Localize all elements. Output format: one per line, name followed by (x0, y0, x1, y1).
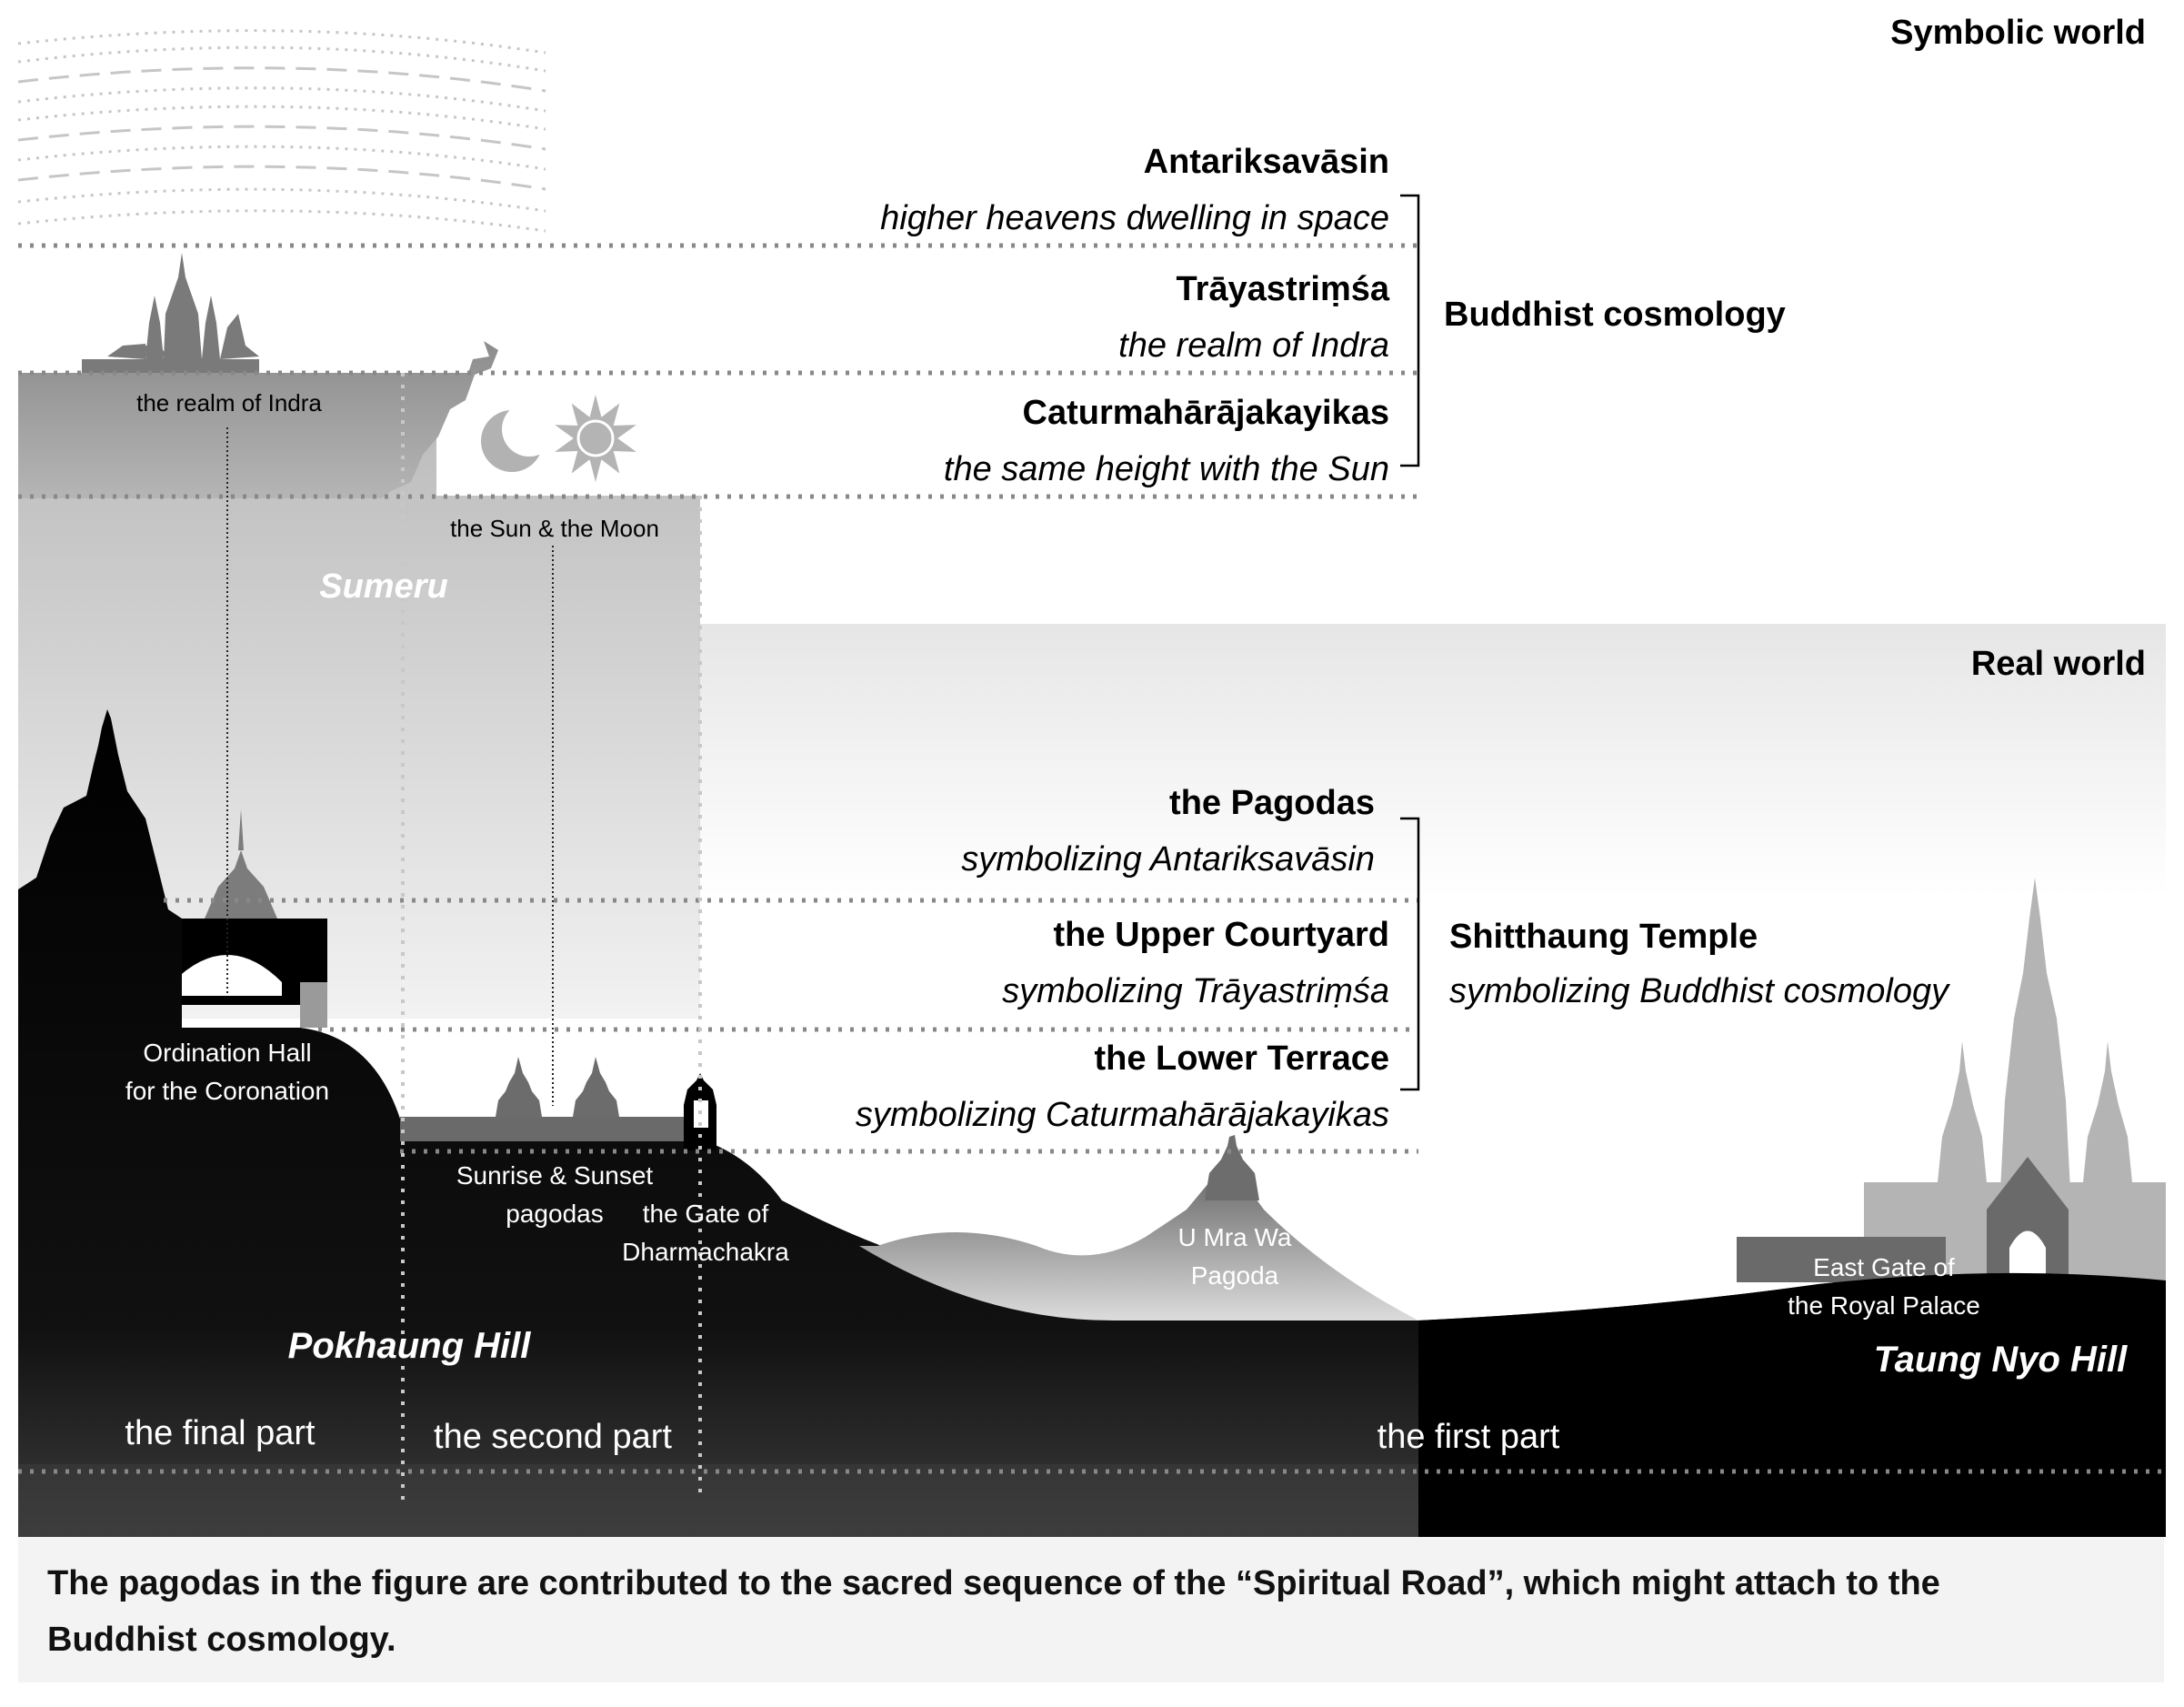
pokhaung-hill-label: Pokhaung Hill (288, 1326, 532, 1366)
antariksavasin-label: Antariksavāsin (1144, 143, 1389, 181)
sumeru-mountain (18, 373, 700, 1019)
trayastrimsa-desc: the realm of Indra (1118, 326, 1389, 365)
ordination-hall-label-1: Ordination Hall (143, 1039, 311, 1067)
indra-palace-icon (82, 253, 259, 373)
second-part-platform (400, 1117, 705, 1141)
upper-courtyard-desc: symbolizing Trāyastriṃśa (1002, 972, 1389, 1010)
ordination-hall-label-2: for the Coronation (125, 1077, 329, 1105)
pagodas-label: the Pagodas (1169, 784, 1375, 822)
lower-terrace-label: the Lower Terrace (1094, 1039, 1389, 1078)
first-part-label: the first part (1378, 1418, 1560, 1456)
shitthaung-temple-label: Shitthaung Temple (1449, 918, 1758, 956)
caption-line-2: Buddhist cosmology. (47, 1621, 396, 1659)
east-gate-label-2: the Royal Palace (1788, 1291, 1980, 1320)
taung-nyo-hill-label: Taung Nyo Hill (1874, 1340, 2128, 1380)
caption-line-1: The pagodas in the figure are contribute… (47, 1564, 1940, 1602)
part-dividers (401, 373, 702, 1501)
antariksavasin-desc: higher heavens dwelling in space (880, 199, 1389, 237)
cosmology-bracket (1400, 194, 1420, 467)
moon-icon (481, 402, 556, 472)
shitthaung-temple-desc: symbolizing Buddhist cosmology (1449, 972, 1950, 1010)
heaven-arcs-icon (17, 29, 546, 233)
level-lines (18, 243, 2166, 1474)
u-mra-wa-label-1: U Mra Wa (1178, 1223, 1292, 1251)
first-part-hills (859, 1178, 1418, 1320)
sumeru-label: Sumeru (319, 567, 447, 606)
indra-realm-block (18, 341, 498, 498)
real-world-header: Real world (1971, 645, 2146, 683)
buddhist-cosmology-label: Buddhist cosmology (1444, 296, 1786, 334)
sun-moon-label: the Sun & the Moon (450, 515, 659, 542)
leader-lines (226, 427, 554, 1106)
sunrise-pagodas-label-2: pagodas (506, 1200, 603, 1228)
east-gate-label-1: East Gate of (1813, 1253, 1955, 1281)
gate-dharmachakra-label-1: the Gate of (643, 1200, 769, 1228)
east-gate-icon (1737, 1157, 2069, 1282)
realm-of-indra-place-label: the realm of Indra (136, 389, 322, 417)
second-part-label: the second part (434, 1418, 672, 1456)
upper-courtyard-label: the Upper Courtyard (1054, 916, 1389, 954)
trayastrimsa-label: Trāyastriṃśa (1177, 270, 1390, 308)
symbolic-world-header: Symbolic world (1890, 14, 2146, 52)
caturmaharajakayikas-label: Caturmahārājakayikas (1023, 394, 1389, 432)
final-part-label: the final part (125, 1414, 316, 1452)
sun-icon (548, 387, 643, 489)
caturmaharajakayikas-desc: the same height with the Sun (944, 450, 1389, 488)
u-mra-wa-pagoda-icon (1205, 1135, 1259, 1200)
sunrise-pagodas-label-1: Sunrise & Sunset (456, 1161, 654, 1190)
gate-dharmachakra-label-2: Dharmachakra (622, 1238, 789, 1266)
caption-box: The pagodas in the figure are contribute… (18, 1537, 2164, 1682)
temple-bracket (1400, 817, 1420, 1091)
lower-terrace-desc: symbolizing Caturmahārājakayikas (856, 1096, 1389, 1134)
sunrise-sunset-pagodas-icon (496, 1057, 619, 1117)
u-mra-wa-label-2: Pagoda (1191, 1261, 1279, 1290)
pagodas-desc: symbolizing Antariksavāsin (961, 840, 1375, 879)
